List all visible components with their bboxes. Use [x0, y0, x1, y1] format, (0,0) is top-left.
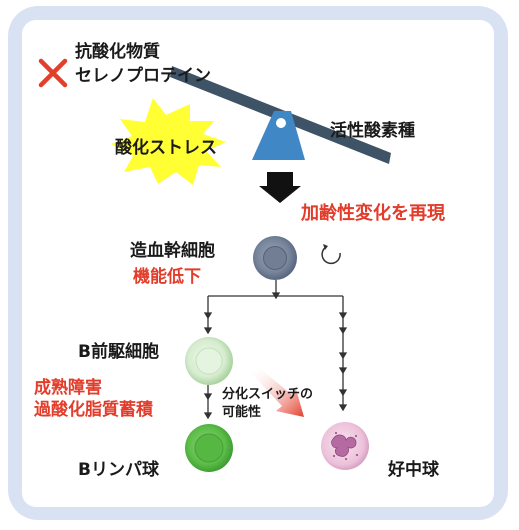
hsc-note: 機能低下 — [133, 267, 201, 287]
selenoprotein-label: セレノプロテイン — [75, 66, 211, 86]
oxidative-stress-label: 酸化ストレス — [115, 138, 217, 158]
b-precursor-label: B前駆細胞 — [78, 342, 159, 362]
switch-label-2: 可能性 — [222, 405, 262, 420]
self-renewal-icon — [321, 244, 341, 265]
lineage-lines — [203, 280, 348, 420]
hsc-label: 造血幹細胞 — [130, 241, 215, 261]
switch-label-1: 分化スイッチの — [222, 387, 314, 402]
antioxidant-label: 抗酸化物質 — [75, 42, 160, 62]
b-lymphocyte-label: Bリンパ球 — [78, 460, 159, 480]
neutrophil-label: 好中球 — [388, 460, 439, 480]
result-label: 加齢性変化を再現 — [301, 203, 445, 224]
b-precursor-note-1: 成熟障害 — [34, 378, 102, 398]
down-arrow-icon — [259, 172, 301, 203]
ros-label: 活性酸素種 — [330, 121, 415, 141]
switch-arrow-icon — [251, 366, 304, 417]
neutrophil-cell — [321, 422, 369, 470]
stress-burst-icon — [111, 98, 226, 185]
fulcrum-icon — [252, 111, 305, 160]
b-precursor-note-2: 過酸化脂質蓄積 — [34, 400, 153, 420]
x-mark-icon — [38, 58, 68, 88]
